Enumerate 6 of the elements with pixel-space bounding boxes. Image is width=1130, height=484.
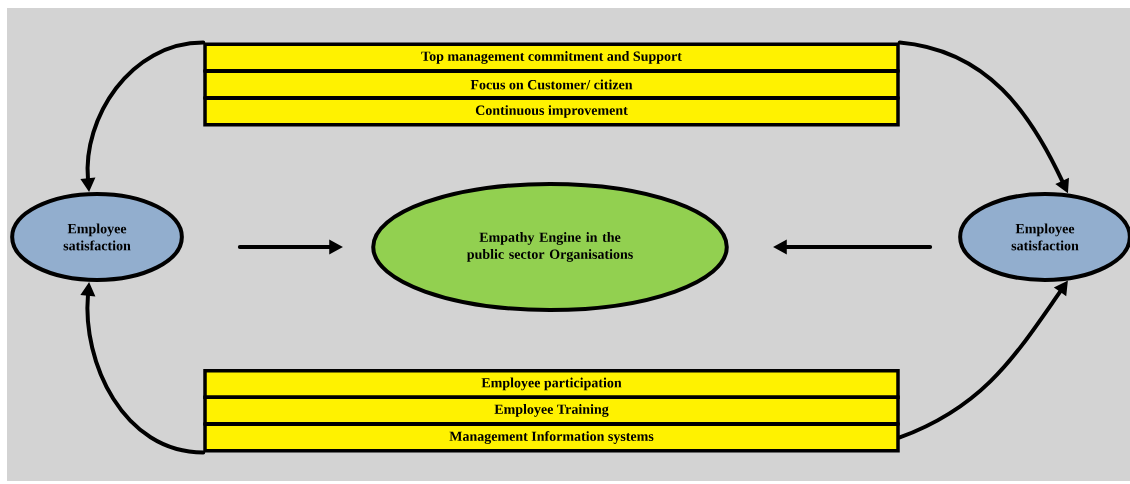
text-bar: Focus on Customer/ citizen: [203, 69, 900, 100]
text-bar: Employee Training: [203, 395, 900, 426]
text-bar: Top management commitment and Support: [203, 42, 900, 73]
text-bar: Continuous improvement: [203, 96, 900, 127]
text-bar: Management Information systems: [203, 422, 900, 453]
text-bar: Employee participation: [203, 369, 900, 399]
